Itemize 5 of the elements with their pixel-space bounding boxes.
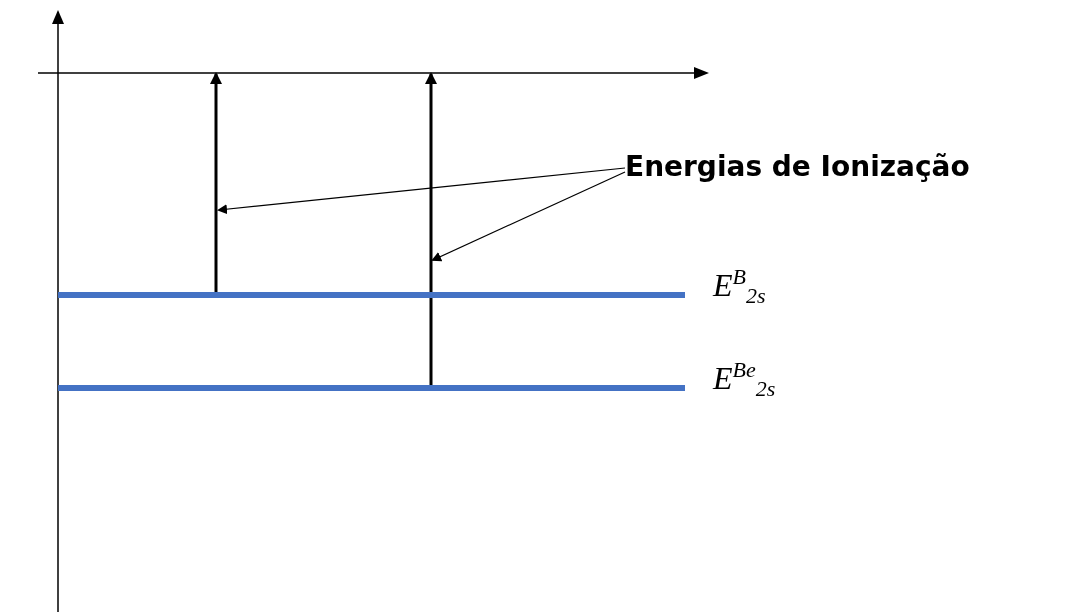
leader-line [217,167,626,215]
annotation-text: Energias de Ionização [625,150,970,183]
ionization-arrow [425,72,437,385]
leader-line [431,171,626,262]
ionization-arrow [210,72,222,292]
